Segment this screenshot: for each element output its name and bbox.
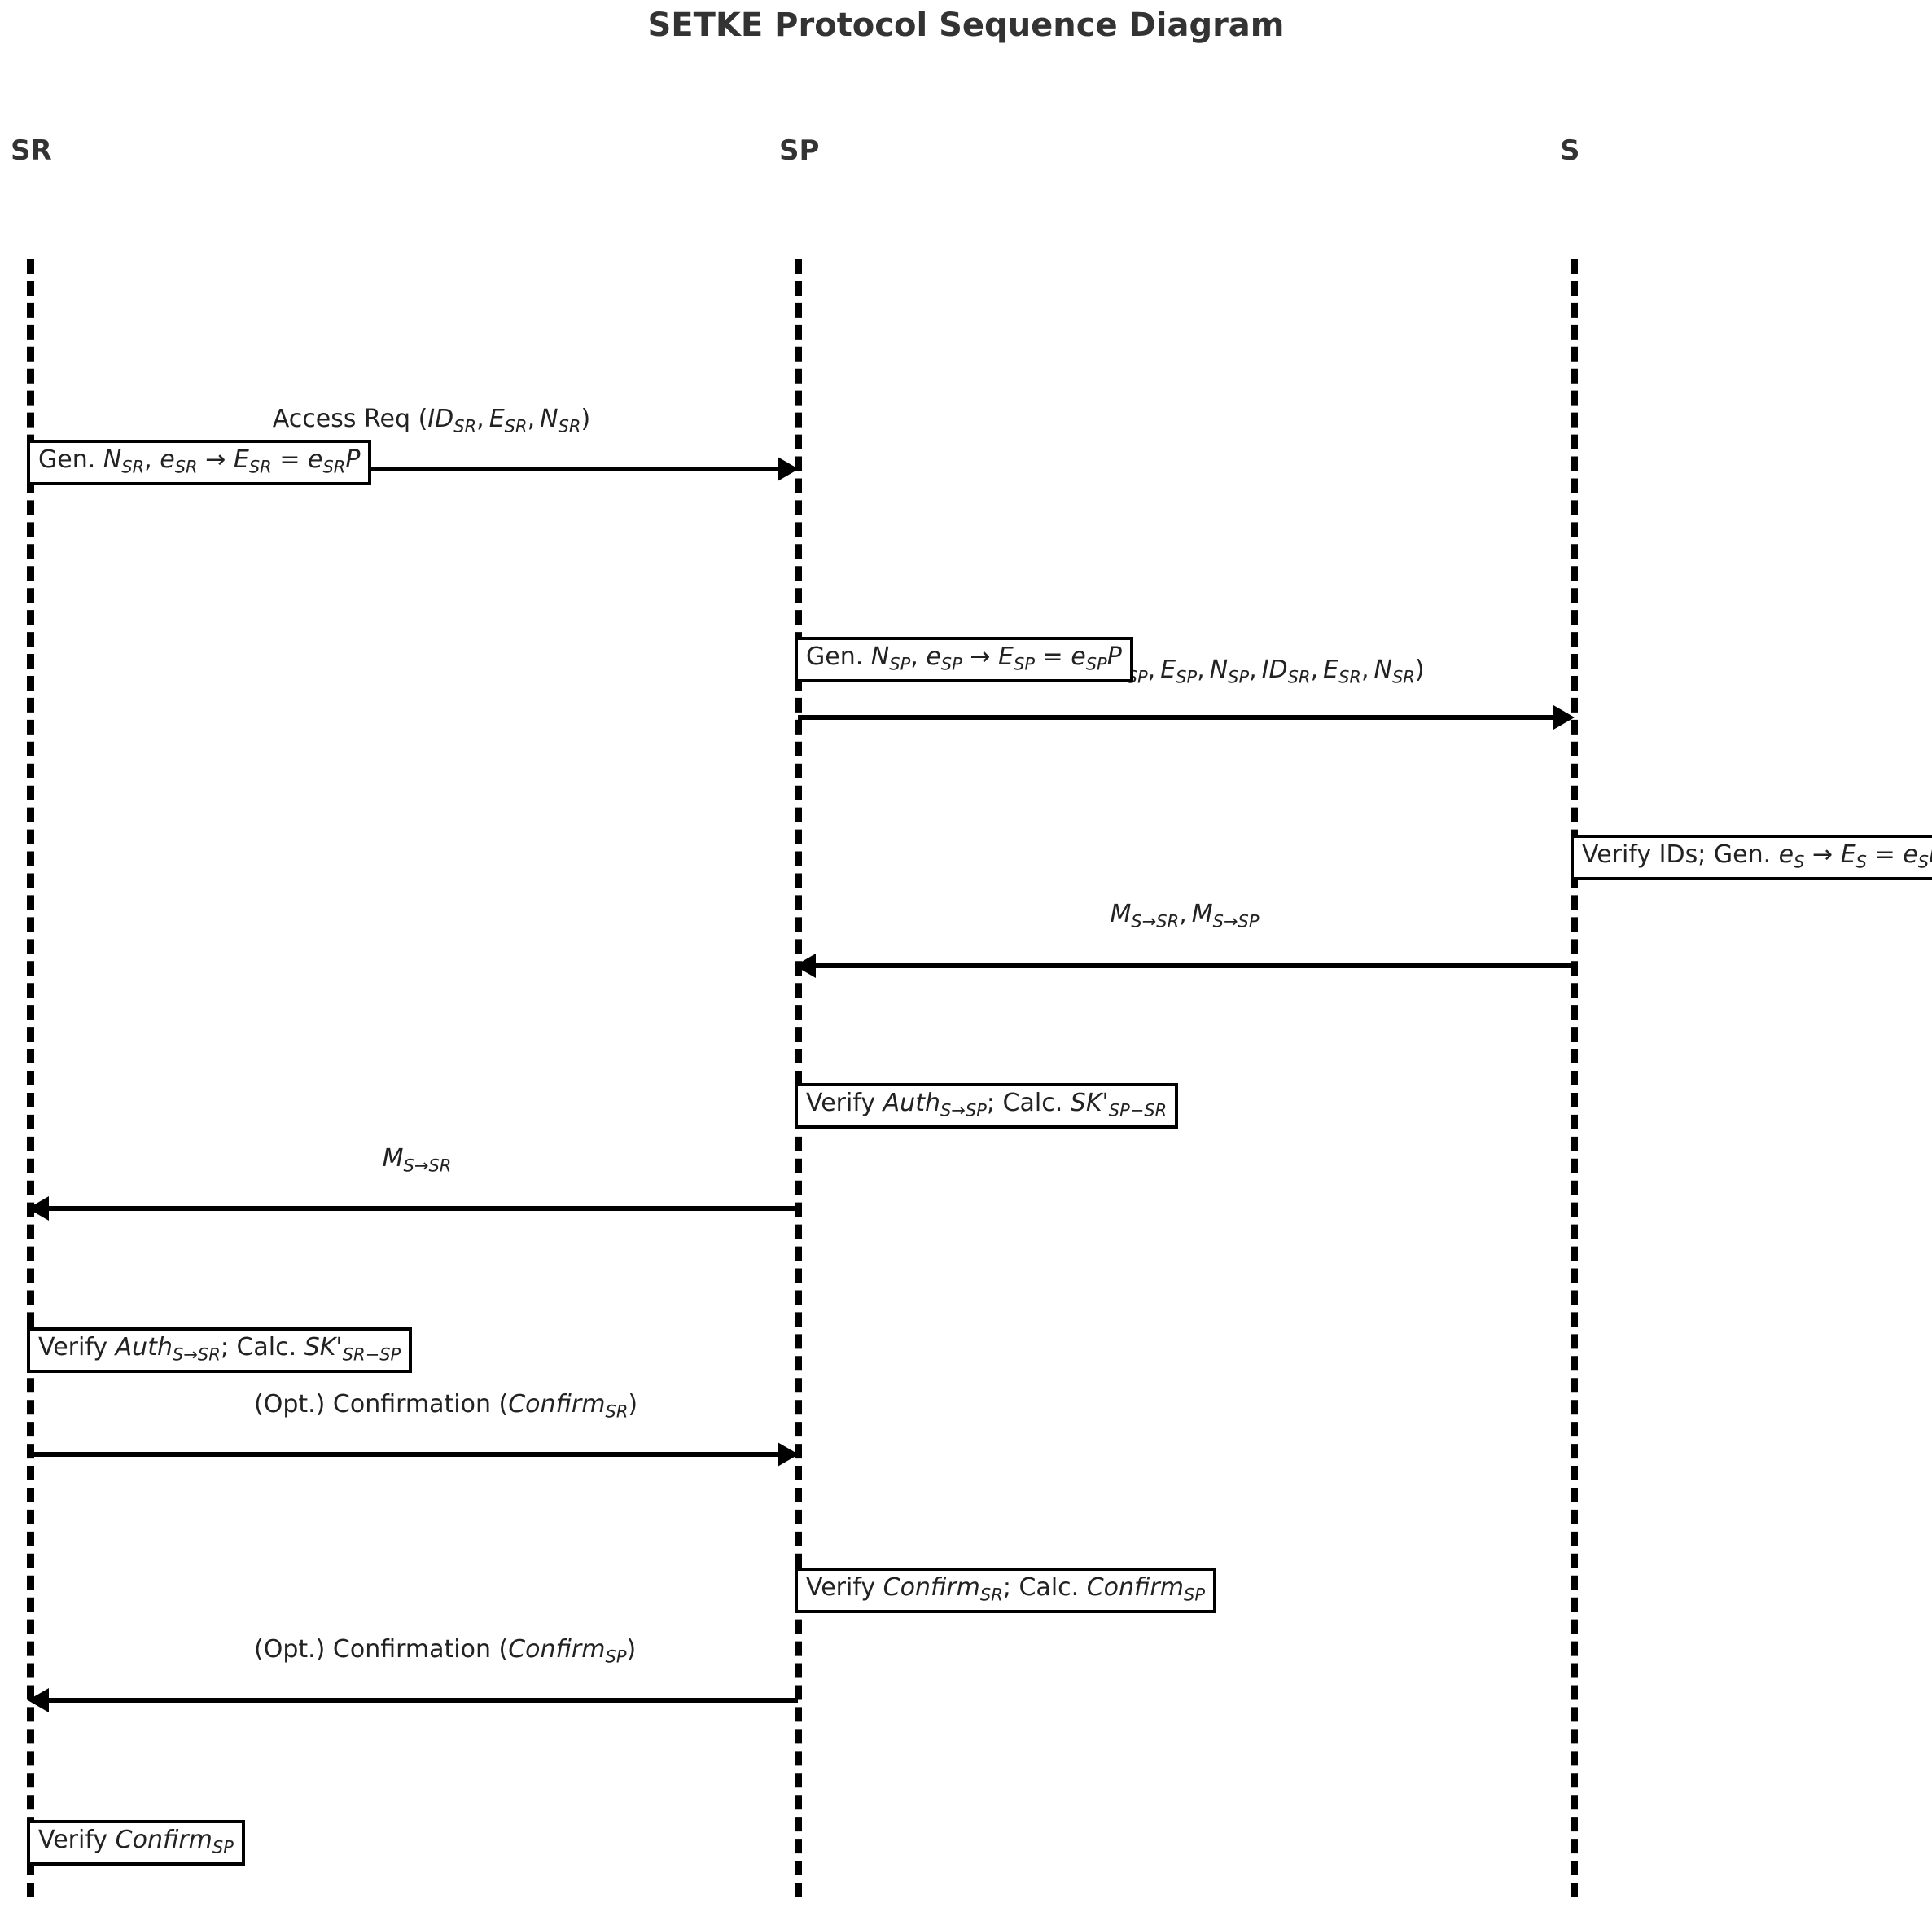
note-gen-sp: Gen. NSP, eSP → ESP = eSPP — [795, 637, 1133, 683]
lifeline-sp — [795, 259, 802, 1897]
note-verify-confirm-sp: Verify ConfirmSP — [27, 1820, 245, 1866]
message-arrowhead-auth-req — [1553, 705, 1575, 730]
actor-header-sp: SP — [779, 134, 820, 167]
message-arrowhead-access-req — [778, 457, 799, 481]
message-line-m-s-sr — [47, 1206, 798, 1211]
message-arrowhead-s-to-sp — [795, 954, 816, 978]
message-line-s-to-sp — [814, 963, 1574, 968]
lifeline-sr — [27, 259, 34, 1897]
note-verify-auth-sp: Verify AuthS→SP; Calc. SK'SP−SR — [795, 1083, 1179, 1129]
note-gen-sr: Gen. NSR, eSR → ESR = eSRP — [27, 440, 372, 486]
message-arrowhead-confirm-sp — [28, 1688, 49, 1712]
note-verify-confirm-sr: Verify ConfirmSR; Calc. ConfirmSP — [795, 1568, 1216, 1614]
message-label-m-s-sr: MS→SR — [382, 1144, 452, 1176]
message-line-auth-req — [798, 715, 1562, 720]
message-line-access-req — [30, 467, 786, 471]
actor-header-sr: SR — [11, 134, 52, 167]
message-line-confirm-sp — [47, 1698, 798, 1703]
message-line-confirm-sr — [30, 1452, 786, 1457]
note-verify-ids: Verify IDs; Gen. eS → ES = eSP — [1571, 835, 1932, 881]
actor-header-s: S — [1560, 134, 1580, 167]
message-label-s-to-sp: MS→SR, MS→SP — [1110, 900, 1260, 932]
message-label-confirm-sp: (Opt.) Confirmation (ConfirmSP) — [254, 1635, 637, 1667]
message-label-confirm-sr: (Opt.) Confirmation (ConfirmSR) — [254, 1390, 638, 1422]
lifeline-s — [1571, 259, 1578, 1897]
message-label-access-req: Access Req (IDSR, ESR, NSR) — [272, 405, 591, 436]
message-arrowhead-confirm-sr — [778, 1442, 799, 1467]
note-verify-auth-sr: Verify AuthS→SR; Calc. SK'SR−SP — [27, 1327, 413, 1374]
message-arrowhead-m-s-sr — [28, 1196, 49, 1221]
page-title: SETKE Protocol Sequence Diagram — [647, 7, 1285, 44]
message-label-auth-req: (IDSP, ESP, NSP, IDSR, ESR, NSR) — [1091, 656, 1425, 687]
